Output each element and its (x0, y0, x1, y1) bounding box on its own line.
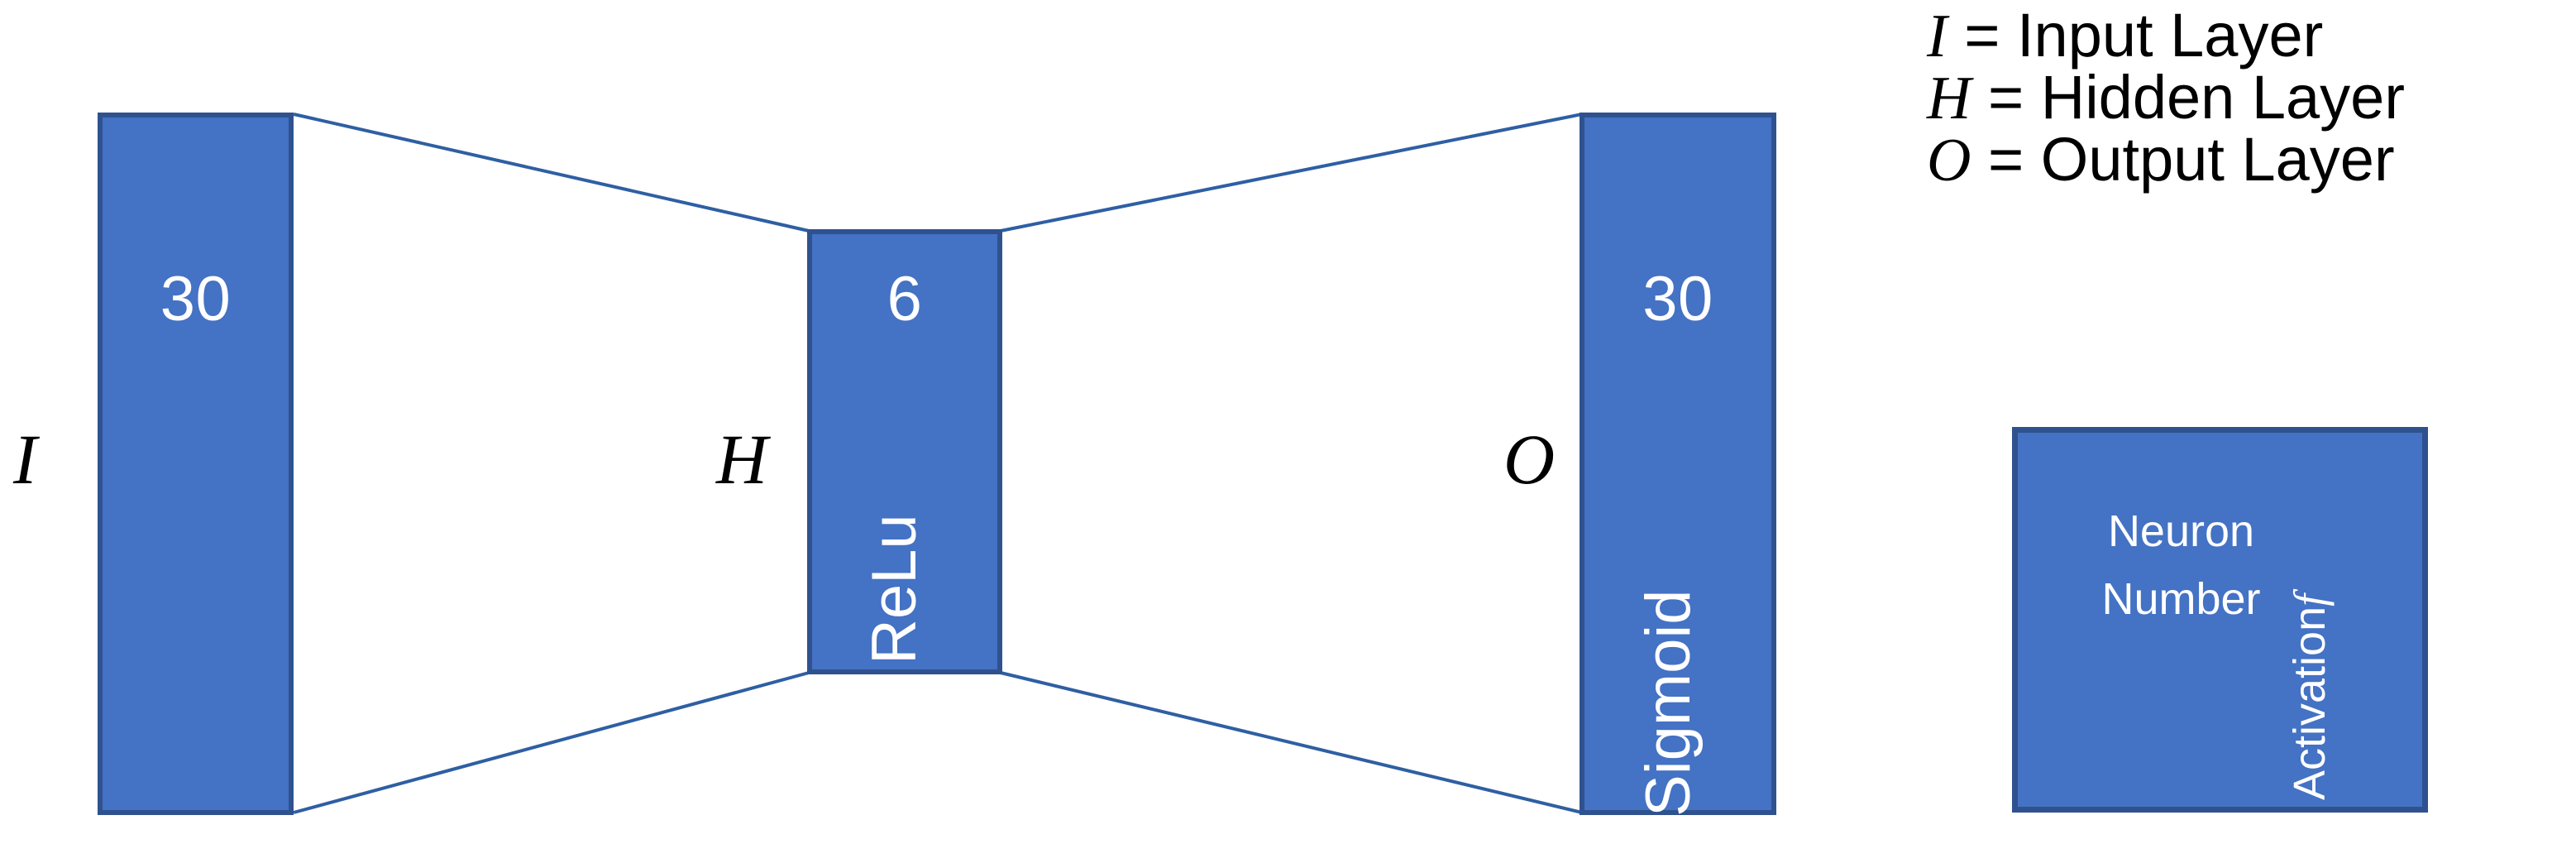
connector-hidden-output-bottom (1000, 671, 1583, 814)
input-neuron-count: 30 (160, 264, 232, 334)
layer-bar-hidden[interactable]: 6 ReLu (807, 229, 1002, 674)
legend-key-neuron-text: Neuron Number (2018, 497, 2344, 633)
hidden-activation-label: ReLu (859, 514, 930, 664)
legend-equals-input: = (1964, 1, 2000, 70)
legend-line-input: I = Input Layer (1927, 2, 2576, 70)
legend-definitions: I = Input Layer H = Hidden Layer O = Out… (1927, 2, 2576, 194)
connector-input-hidden-bottom (293, 671, 810, 814)
legend-line-hidden: H = Hidden Layer (1927, 65, 2576, 132)
legend-line-output: O = Output Layer (1927, 127, 2576, 194)
legend-key-activation-word: Activation (2285, 606, 2335, 800)
legend-meaning-hidden: Hidden Layer (2040, 63, 2405, 132)
legend-meaning-output: Output Layer (2040, 125, 2395, 194)
layer-symbol-input: I (13, 420, 37, 499)
layer-bar-input[interactable]: 30 (98, 113, 294, 815)
layer-bar-output[interactable]: 30 Sigmoid (1580, 113, 1776, 817)
legend-equals-hidden: = (1988, 63, 2024, 132)
legend-meaning-input: Input Layer (2017, 1, 2324, 70)
legend-key-neuron-line-1: Neuron (2107, 506, 2255, 556)
layer-symbol-output: O (1503, 420, 1556, 499)
hidden-neuron-count: 6 (887, 264, 923, 334)
legend-symbol-hidden: H (1927, 65, 1971, 132)
legend-key-activation-symbol: f (2285, 593, 2335, 607)
legend-symbol-input: I (1927, 2, 1948, 70)
legend-key-box: Neuron Number Activationf (2012, 427, 2428, 813)
output-neuron-count: 30 (1642, 264, 1713, 334)
output-activation-label: Sigmoid (1633, 589, 1704, 817)
legend-key-activation-text: Activationf (2285, 593, 2335, 800)
connector-hidden-output-top (1000, 113, 1583, 233)
legend-equals-output: = (1988, 125, 2024, 194)
connector-input-hidden-top (293, 113, 810, 233)
layer-symbol-hidden: H (716, 420, 768, 499)
legend-symbol-output: O (1927, 127, 1971, 194)
legend-key-neuron-line-2: Number (2101, 574, 2261, 624)
